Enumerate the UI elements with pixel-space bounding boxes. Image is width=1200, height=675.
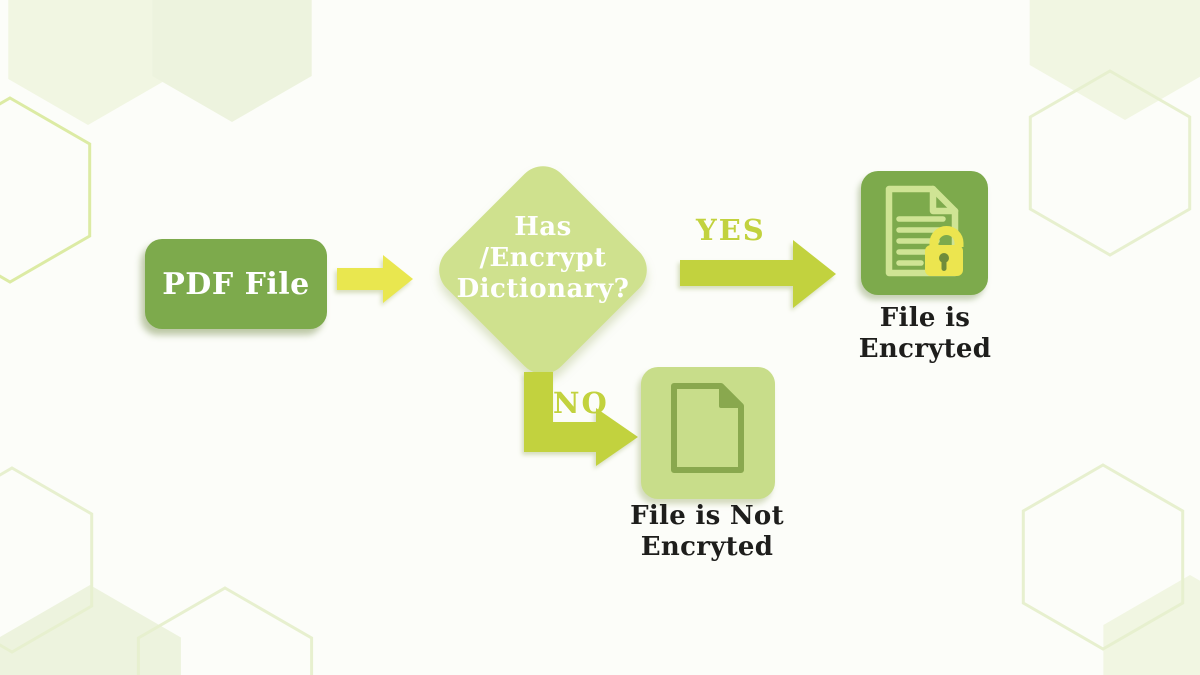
decision-node-label: Has /Encrypt Dictionary? [441, 212, 645, 305]
hexagon-shape [1103, 575, 1200, 675]
hexagon-shape [1029, 0, 1200, 120]
encrypted-result-line-1: File is [879, 303, 971, 333]
hexagon-shape [152, 0, 312, 122]
hexagon-outline [0, 96, 92, 284]
decision-line-3: Dictionary? [456, 274, 630, 304]
not-encrypted-result-line-2: Encryted [640, 532, 774, 562]
document-icon [671, 383, 744, 473]
hexagon-outline [0, 466, 94, 654]
encrypted-file-icon [861, 171, 988, 295]
not-encrypted-result-line-1: File is Not [630, 501, 784, 531]
hexagon-shape [0, 585, 181, 675]
encrypted-result-label: File is Encryted [840, 303, 1010, 365]
decision-line-1: Has [514, 212, 572, 242]
not-encrypted-result-label: File is Not Encryted [612, 501, 802, 563]
hexagon-outline [1028, 69, 1192, 257]
yes-arrow-icon [680, 240, 836, 308]
decision-line-2: /Encrypt [479, 243, 607, 273]
yes-branch-label: YES [696, 213, 766, 247]
hexagon-outline [136, 586, 314, 675]
flow-arrow-icon [337, 255, 413, 303]
hexagon-outline [1021, 463, 1185, 651]
encrypted-result-line-2: Encryted [858, 334, 992, 364]
start-node-pdf-file: PDF File [145, 239, 327, 329]
no-elbow-arrow-icon [524, 372, 638, 466]
hexagon-shape [8, 0, 168, 125]
document-lock-icon [885, 185, 964, 277]
start-node-label: PDF File [162, 266, 310, 302]
not-encrypted-file-icon [641, 367, 775, 499]
